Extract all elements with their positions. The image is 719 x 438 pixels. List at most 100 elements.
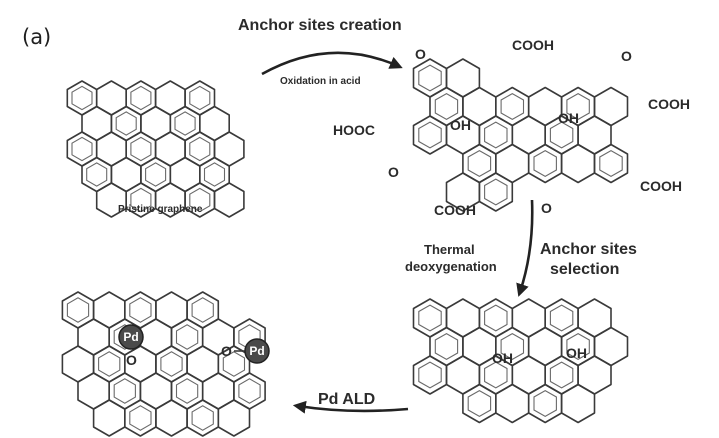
aromatic-ring <box>434 332 459 361</box>
hex-ring <box>445 58 481 98</box>
aromatic-ring <box>203 162 226 187</box>
hex-ring <box>560 383 596 424</box>
aromatic-ring <box>222 351 246 377</box>
aromatic-ring <box>418 304 442 332</box>
anchor-selection-label-1: Anchor sites <box>540 241 637 258</box>
aromatic-ring <box>175 324 199 350</box>
hex-ring <box>494 383 530 424</box>
anchor-creation-label: Anchor sites creation <box>238 17 402 34</box>
graphene-oxide-sheet <box>412 58 629 212</box>
aromatic-ring <box>189 136 211 162</box>
group-o-ketone-right: O <box>541 200 552 216</box>
aromatic-ring <box>500 332 525 361</box>
aromatic-ring <box>66 297 90 323</box>
aromatic-ring <box>191 405 214 431</box>
aromatic-ring <box>467 149 492 178</box>
group-oh-reduced-a: OH <box>492 350 513 366</box>
group-o-ketone-left: O <box>388 164 399 180</box>
group-o-pd-right: O <box>221 343 232 359</box>
pd-atom-right: Pd <box>244 338 270 364</box>
hex-ring <box>527 326 563 367</box>
aromatic-ring <box>189 85 211 111</box>
aromatic-ring <box>549 361 574 389</box>
pristine-label: Pristine graphene <box>118 204 203 215</box>
group-hooc: HOOC <box>333 122 375 138</box>
group-oh-a: OH <box>450 117 471 133</box>
aromatic-ring <box>129 297 152 323</box>
hex-ring <box>511 298 547 338</box>
aromatic-ring <box>418 64 442 92</box>
aromatic-ring <box>145 162 167 187</box>
group-cooh-bottom: COOH <box>434 202 476 218</box>
hex-ring <box>478 172 514 212</box>
group-o-epoxy-left: O <box>415 46 426 62</box>
aromatic-ring <box>189 187 211 213</box>
aromatic-ring <box>533 389 557 418</box>
aromatic-ring <box>500 92 525 121</box>
group-cooh-top: COOH <box>512 37 554 53</box>
hex-ring <box>213 182 245 218</box>
aromatic-ring <box>113 378 136 404</box>
group-oh-reduced-b: OH <box>566 345 587 361</box>
thermal-label-2: deoxygenation <box>405 259 497 274</box>
aromatic-ring <box>418 121 442 149</box>
aromatic-ring <box>130 187 152 213</box>
thermal-label-1: Thermal <box>424 242 475 257</box>
group-o-epoxy-right: O <box>621 48 632 64</box>
aromatic-ring <box>191 297 214 323</box>
group-cooh-right-lower: COOH <box>640 178 682 194</box>
hex-ring <box>511 115 547 155</box>
aromatic-ring <box>129 405 152 431</box>
aromatic-ring <box>484 121 508 149</box>
aromatic-ring <box>566 92 590 121</box>
hex-ring <box>494 143 530 184</box>
hex-ring <box>527 86 563 127</box>
aromatic-ring <box>174 111 196 136</box>
aromatic-ring <box>98 351 121 377</box>
hex-ring <box>577 115 612 155</box>
aromatic-ring <box>160 351 183 377</box>
hex-ring <box>462 326 497 367</box>
panel-label: (a) <box>22 25 51 49</box>
oxidation-label: Oxidation in acid <box>280 76 361 87</box>
hex-ring <box>593 326 629 367</box>
aromatic-ring <box>71 85 93 111</box>
group-cooh-right-upper: COOH <box>648 96 690 112</box>
aromatic-ring <box>71 136 93 162</box>
hex-ring <box>560 143 596 184</box>
svg-text:Pd: Pd <box>249 344 264 358</box>
hex-ring <box>217 399 251 437</box>
pristine-graphene-sheet <box>66 80 245 218</box>
svg-text:Pd: Pd <box>123 330 138 344</box>
aromatic-ring <box>115 111 137 136</box>
aromatic-ring <box>549 304 574 332</box>
aromatic-ring <box>566 332 590 361</box>
aromatic-ring <box>86 162 108 187</box>
hex-ring <box>511 355 547 395</box>
hex-ring <box>577 355 612 395</box>
aromatic-ring <box>130 85 152 111</box>
hex-ring <box>445 355 481 395</box>
aromatic-ring <box>549 121 574 149</box>
deoxygenation-arrow <box>516 199 534 297</box>
aromatic-ring <box>434 92 459 121</box>
pd-ald-arrow <box>292 400 409 414</box>
aromatic-ring <box>484 361 508 389</box>
hex-ring <box>445 298 481 338</box>
aromatic-ring <box>175 378 199 404</box>
group-o-pd-left: O <box>126 352 137 368</box>
aromatic-ring <box>484 304 508 332</box>
aromatic-ring <box>533 149 557 178</box>
aromatic-ring <box>238 378 261 404</box>
aromatic-ring <box>484 178 508 206</box>
reduced-graphene-sheet <box>412 298 629 424</box>
aromatic-ring <box>599 149 623 178</box>
hex-ring <box>593 86 629 127</box>
pd-atom-left: Pd <box>118 324 144 350</box>
oxidation-arrow <box>261 51 403 76</box>
pd-graphene-sheet <box>61 291 266 437</box>
hex-ring <box>577 298 612 338</box>
pd-ald-label: Pd ALD <box>318 391 375 408</box>
anchor-selection-label-2: selection <box>550 261 619 278</box>
